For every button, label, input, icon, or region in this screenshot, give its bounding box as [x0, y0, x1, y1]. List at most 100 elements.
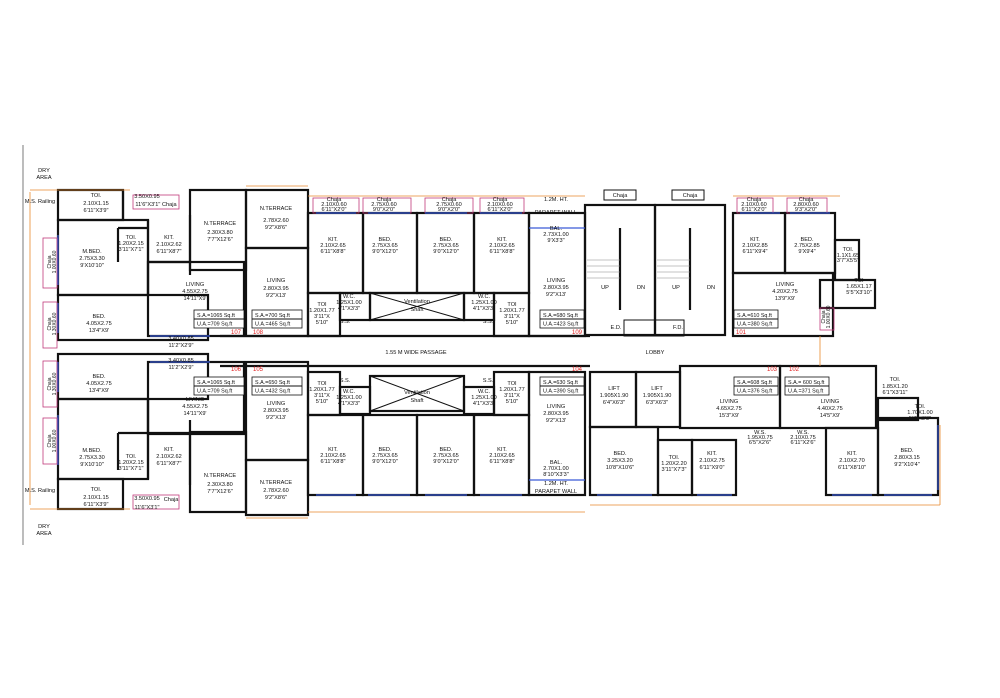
- plan-label: W.C.: [478, 294, 491, 300]
- plan-label: 6'1"X3'11": [883, 390, 908, 396]
- plan-label: KIT.: [497, 237, 507, 243]
- plan-label: 4'1"X3'3": [338, 401, 360, 407]
- area-box: S.A.=1065 Sq.ftU.A.=709 Sq.ft: [193, 376, 245, 396]
- plan-label: 1.65X1.17: [846, 284, 872, 290]
- plan-label: 4'1"X3'3": [473, 306, 495, 312]
- plan-label: KIT.: [847, 451, 857, 457]
- plan-label: 1.20X2.20: [661, 461, 687, 467]
- plan-label: BED.: [800, 237, 814, 243]
- plan-label: 9'X9'4": [798, 249, 815, 255]
- plan-label: 2.10X2.85: [742, 243, 768, 249]
- plan-label: 2.80X0.60: [793, 202, 819, 208]
- plan-label: Ventilation: [404, 390, 430, 396]
- plan-label: 2.10X2.65: [320, 243, 346, 249]
- plan-label: 6'11"X8'7": [157, 461, 182, 467]
- area-box-text: U.A.=371 Sq.ft: [788, 389, 824, 395]
- plan-label: LIFT: [651, 386, 663, 392]
- plan-label: 2.75X2.85: [794, 243, 820, 249]
- plan-label: E.D.: [611, 325, 622, 331]
- area-box-text: U.A.=376 Sq.ft: [737, 389, 773, 395]
- plan-label: LOBBY: [646, 350, 665, 356]
- plan-label: 9'0"X2'0": [373, 207, 395, 213]
- plan-label: 1.1X1.65: [837, 253, 859, 259]
- area-box: S.A.=1065 Sq.ftU.A.=709 Sq.ft: [193, 309, 245, 329]
- plan-label: BED.: [92, 374, 106, 380]
- plan-label: 1.2M. HT.: [544, 481, 568, 487]
- plan-label: 6'11"X9'4": [743, 249, 768, 255]
- plan-label: 2.75X3.65: [372, 243, 398, 249]
- plan-label: 10'8"X10'6": [606, 465, 635, 471]
- plan-label: 3'11"X: [504, 393, 520, 399]
- plan-label: 4.55X2.75: [182, 289, 208, 295]
- area-box-text: S.A.=1065 Sq.ft: [197, 313, 235, 319]
- area-box: S.A.=630 Sq.ftU.A.=390 Sq.ft: [539, 376, 585, 396]
- window-lines: [57, 212, 939, 496]
- plan-label: TOI.: [843, 247, 854, 253]
- plan-label-vertical: 1.30X0.60: [52, 372, 58, 395]
- plan-label: 3'7"X5'5": [837, 258, 859, 264]
- plan-label: 14'11"X9': [184, 296, 207, 302]
- plan-label: 2.75X0.60: [371, 202, 397, 208]
- plan-label: 2.10X2.65: [489, 243, 515, 249]
- plan-label: 4.65X2.75: [716, 406, 742, 412]
- plan-label: 6'11"X2'6": [791, 440, 816, 446]
- plan-label: N.TERRACE: [204, 473, 237, 479]
- plan-label: 4'1"X3'3": [473, 401, 495, 407]
- plan-label: 5'10": [316, 320, 328, 326]
- plan-label: LIVING: [776, 282, 794, 288]
- plan-label: BED.: [378, 237, 392, 243]
- plan-label: N.TERRACE: [260, 480, 293, 486]
- area-box-text: U.A.=432 Sq.ft: [255, 389, 291, 395]
- plan-label: 6'11"X9'0": [700, 465, 725, 471]
- plan-label: N.TERRACE: [260, 206, 293, 212]
- plan-label-vertical: Chaja: [47, 434, 53, 447]
- plan-label: 6'11"X8'8": [321, 249, 346, 255]
- plan-label: 5'10": [506, 320, 518, 326]
- plan-label: TOI.: [126, 454, 137, 460]
- plan-label: TOI.: [890, 377, 901, 383]
- plan-label: LIVING: [821, 399, 839, 405]
- plan-label: S.S.: [483, 319, 494, 325]
- plan-label: PARAPET WALL: [535, 210, 577, 216]
- plan-label: 2.80X3.95: [263, 408, 289, 414]
- plan-label: LIVING: [720, 399, 738, 405]
- plan-label: 2.10X0.60: [321, 202, 347, 208]
- area-box-text: U.A.=709 Sq.ft: [197, 389, 233, 395]
- area-box: S.A.=650 Sq.ftU.A.=432 Sq.ft: [251, 376, 303, 396]
- plan-label: 9'0"X12'0": [433, 459, 458, 465]
- plan-label: 2.10X2.70: [839, 458, 865, 464]
- plan-label: 9'0"X12'0": [433, 249, 458, 255]
- plan-label: 2.75X3.65: [372, 453, 398, 459]
- plan-label: W.S.: [754, 430, 766, 436]
- plan-label: 2.10X0.60: [487, 202, 513, 208]
- plan-label: 5'7"X3'3": [909, 416, 931, 422]
- area-box-text: U.A.=423 Sq.ft: [543, 322, 579, 328]
- plan-label: 1.20X2.15: [118, 241, 144, 247]
- plan-label: 2.10X1.15: [83, 495, 109, 501]
- plan-label: 2.10X2.62: [156, 454, 182, 460]
- plan-label: 3.25X3.20: [607, 458, 633, 464]
- plan-label: LIVING: [547, 404, 565, 410]
- plan-label: 9'X3'3": [547, 238, 564, 244]
- dimension-lines: [29, 185, 941, 519]
- plan-label: DRY: [38, 168, 50, 174]
- plan-label: Chaja: [164, 497, 180, 503]
- chaja-outlines: [42, 194, 835, 510]
- plan-label: TOI.: [669, 455, 680, 461]
- plan-label: BED.: [439, 447, 453, 453]
- plan-label: 6'11"X8'8": [490, 249, 515, 255]
- area-box: S.A.=700 Sq.ftU.A.=465 Sq.ft: [251, 309, 303, 329]
- plan-label: TOI: [317, 381, 327, 387]
- area-box-text: S.A.=630 Sq.ft: [543, 380, 578, 386]
- plan-label: 1.85X1.20: [882, 384, 908, 390]
- area-box-text: S.A.=608 Sq.ft: [737, 380, 772, 386]
- plan-label: 9'0"X12'0": [372, 249, 397, 255]
- plan-label: 5'5"X3'10": [846, 290, 871, 296]
- plan-label: 7'7"X12'6": [207, 237, 232, 243]
- plan-label: 2.78X2.60: [263, 488, 289, 494]
- plan-label: Chaja: [442, 197, 458, 203]
- plan-label: LIVING: [186, 282, 204, 288]
- plan-label: 1.905X1.90: [643, 393, 672, 399]
